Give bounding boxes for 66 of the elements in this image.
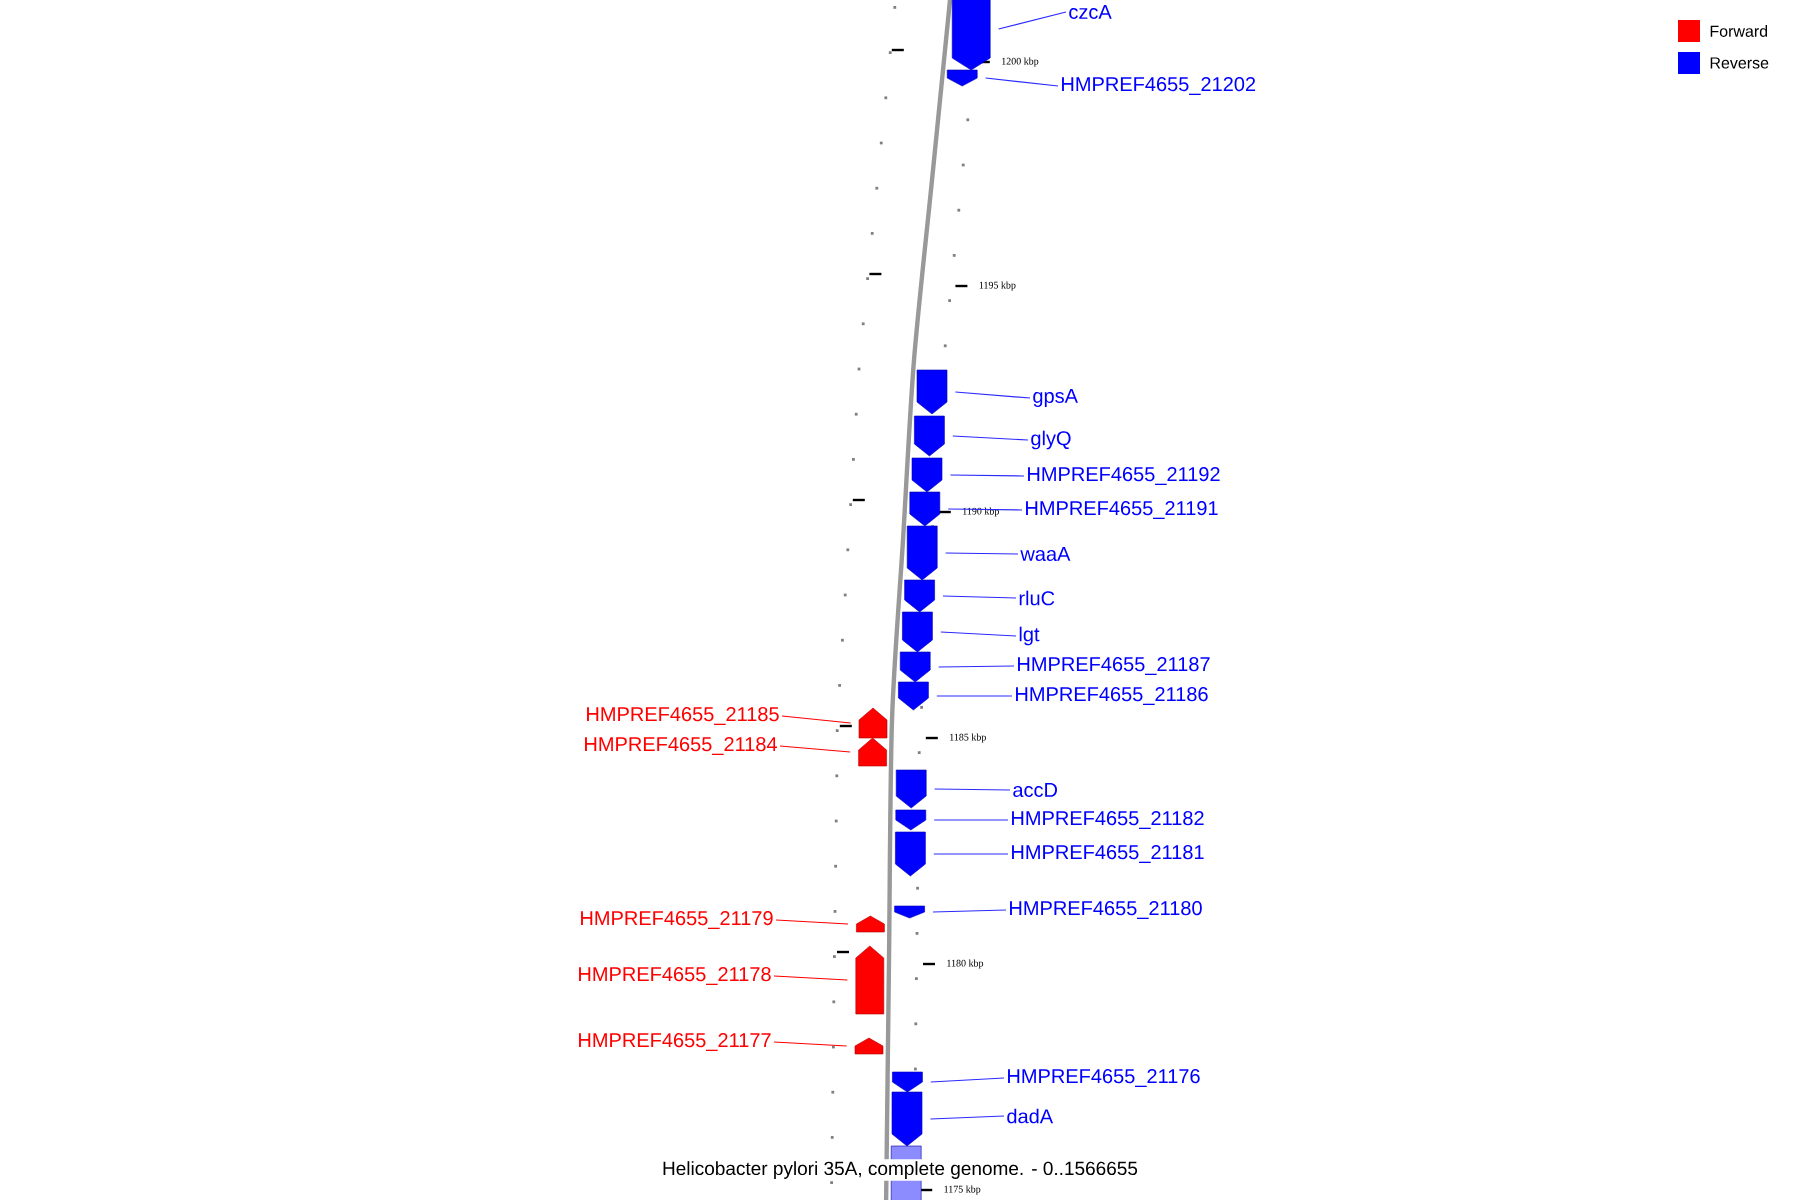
leader-line [934,788,1011,791]
gene-block [858,737,887,767]
gene-block [892,1071,923,1093]
gene-block [895,809,927,831]
leader-line [936,695,1013,697]
leader-line [775,919,849,925]
leader-line [932,909,1007,913]
leader-line [947,508,1023,511]
gene-block [854,1037,884,1055]
leader-line [952,435,1029,441]
gene-block [909,491,941,527]
gene-label: HMPREF4655_21179 [581,911,773,929]
caption: Helicobacter pylori 35A, complete genome. - 0..1566655 [660,1159,1140,1181]
leader-line [954,391,1031,399]
gene-label: lgt [1019,626,1040,646]
gene-block [916,369,948,415]
gene-label: HMPREF4655_21181 [1012,845,1204,863]
leader-line [929,1115,1005,1120]
gene-label: waaA [1020,547,1071,561]
leader-line [773,1041,848,1047]
gene-label: glyQ [1031,430,1071,450]
gene-label: HMPREF4655_21180 [1010,901,1202,919]
gene-label: HMPREF4655_21177 [579,1033,771,1051]
gene-block [898,681,929,711]
leader-line [773,975,848,981]
leader-line [933,819,1009,821]
leader-line [933,853,1009,855]
leader-line [949,474,1025,477]
gene-block [904,579,935,613]
leader-line [998,11,1067,30]
gene-block [914,415,945,457]
gene-label: czcA [1069,5,1112,19]
gene-block [894,905,925,919]
gene-block [895,769,927,809]
gene-label: HMPREF4655_21186 [1016,687,1208,705]
gene-block [856,915,885,933]
leader-line [779,745,851,753]
gene-block [855,945,885,1015]
gene-block [902,611,933,653]
leader-line [781,715,852,724]
leader-line [985,77,1059,87]
gene-label: HMPREF4655_21191 [1026,501,1218,519]
leader-line [930,1077,1005,1083]
gene-label: HMPREF4655_21185 [587,707,779,725]
gene-block [858,707,888,739]
gene-label: gpsA [1033,389,1078,407]
leader-line [940,631,1017,637]
leader-line [938,665,1015,668]
gene-block [899,651,931,683]
leader-line [942,595,1017,599]
gene-label: HMPREF4655_21176 [1008,1069,1200,1087]
legend-label: Forward [1710,25,1768,37]
gene-label: HMPREF4655_21187 [1018,657,1210,675]
gene-label: rluC [1019,590,1055,606]
gene-block [906,525,938,581]
gene-label: HMPREF4655_21178 [579,967,771,985]
gene-label: dadA [1007,1108,1054,1124]
gene-label: accD [1013,783,1057,797]
leader-line [945,552,1019,555]
gene-label: HMPREF4655_21182 [1012,811,1204,829]
gene-block [946,69,978,87]
gene-label: HMPREF4655_21184 [585,737,777,755]
gene-label: HMPREF4655_21202 [1062,77,1256,95]
legend-label: Reverse [1710,57,1769,69]
gene-block [911,457,943,493]
gene-label: HMPREF4655_21192 [1028,467,1220,485]
